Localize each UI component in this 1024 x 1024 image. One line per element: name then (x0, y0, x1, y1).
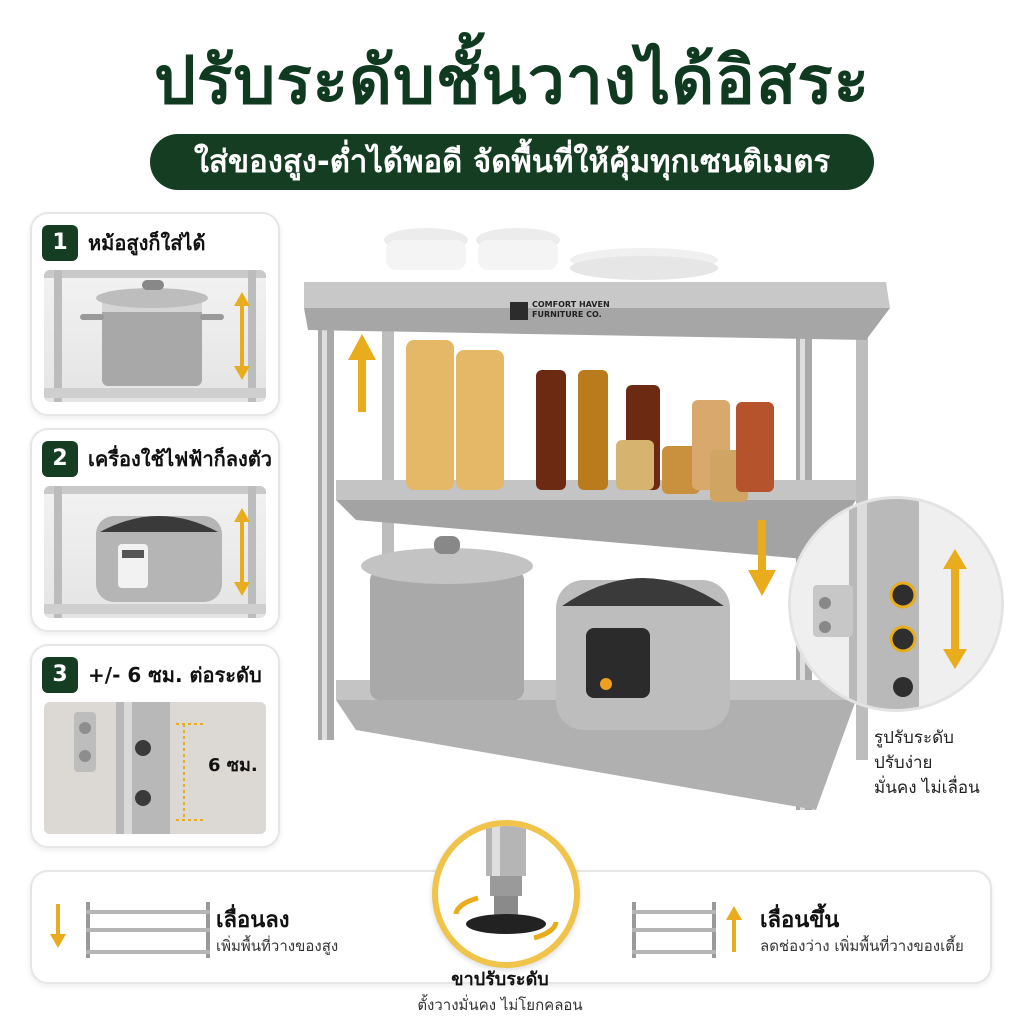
brand-logo-text: COMFORT HAVEN FURNITURE CO. (532, 300, 610, 320)
card-label: เครื่องใช้ไฟฟ้าก็ลงตัว (88, 447, 273, 471)
foot-caption: ขาปรับระดับ ตั้งวางมั่นคง ไม่โยกคลอน (400, 964, 600, 1017)
adjustable-foot-image (432, 820, 580, 968)
move-up-title: เลื่อนขึ้น (760, 908, 840, 933)
adjust-holes-callout (788, 496, 1004, 712)
callout-line-2: ปรับง่าย (874, 753, 933, 773)
callout-text: รูปรับระดับ ปรับง่าย มั่นคง ไม่เลื่อน (874, 726, 1014, 801)
page-title: ปรับระดับชั้นวางได้อิสระ (153, 42, 871, 119)
subtitle-banner: ใส่ของสูง-ต่ำได้พอดี จัดพื้นที่ให้คุ้มทุ… (150, 134, 874, 190)
shelf-illustration (296, 210, 896, 830)
move-down-subtitle: เพิ่มพื้นที่วางของสูง (216, 937, 339, 955)
card-label: หม้อสูงก็ใส่ได้ (88, 231, 206, 255)
card-number-badge: 2 (42, 441, 78, 477)
foot-title: ขาปรับระดับ (451, 969, 549, 990)
callout-line-1: รูปรับระดับ (874, 728, 954, 748)
shelf-up-icon (632, 902, 742, 958)
move-down-title: เลื่อนลง (216, 908, 290, 933)
feature-card-adjust-step: 3 +/- 6 ซม. ต่อระดับ 6 ซม. (30, 644, 280, 848)
shelf-down-icon (50, 902, 210, 958)
card-number-badge: 1 (42, 225, 78, 261)
card-label: +/- 6 ซม. ต่อระดับ (88, 663, 262, 687)
rice-cooker-image (44, 486, 266, 618)
leg-holes-image (44, 702, 266, 834)
brand-name: COMFORT HAVEN (532, 300, 610, 309)
foot-subtitle: ตั้งวางมั่นคง ไม่โยกคลอน (417, 996, 583, 1014)
measure-label: 6 ซม. (208, 755, 258, 776)
feature-card-tall-pot: 1 หม้อสูงก็ใส่ได้ (30, 212, 280, 416)
tall-pot-image (44, 270, 266, 402)
callout-line-3: มั่นคง ไม่เลื่อน (874, 778, 980, 798)
brand-logo (510, 302, 528, 320)
brand-sub: FURNITURE CO. (532, 310, 602, 319)
card-number-badge: 3 (42, 657, 78, 693)
feature-card-appliance: 2 เครื่องใช้ไฟฟ้าก็ลงตัว (30, 428, 280, 632)
move-up-subtitle: ลดช่องว่าง เพิ่มพื้นที่วางของเตี้ย (760, 937, 964, 955)
